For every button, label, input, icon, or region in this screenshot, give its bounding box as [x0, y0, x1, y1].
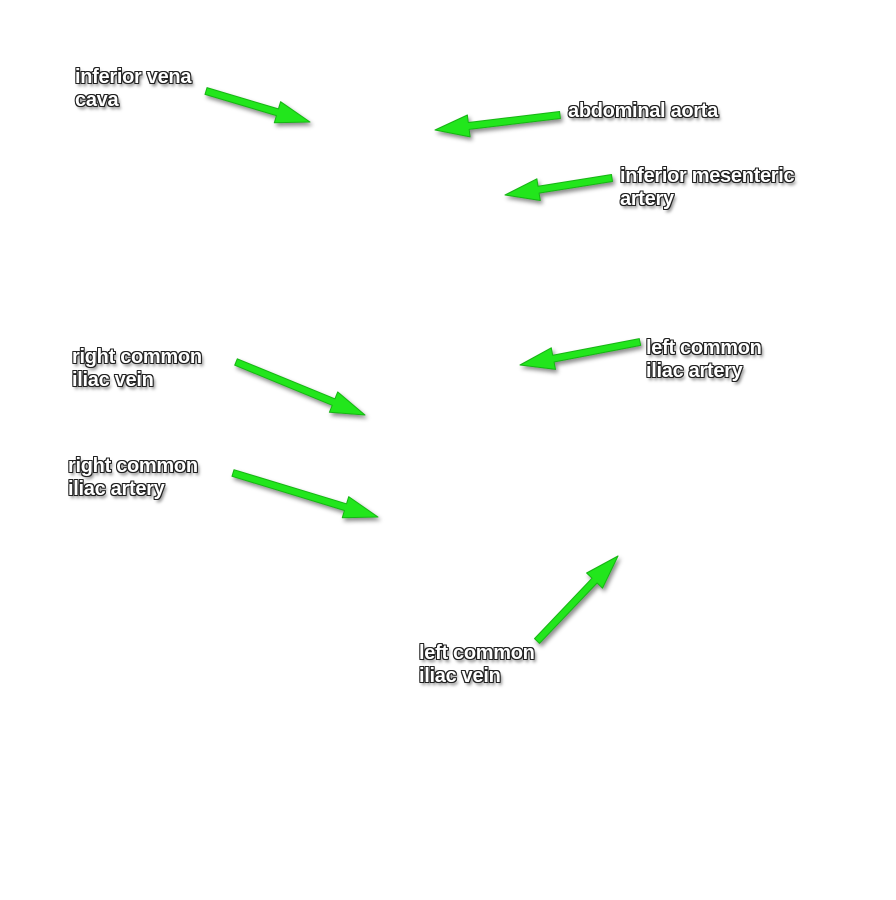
label-right-common-iliac-vein: right common iliac vein [72, 346, 202, 392]
label-inferior-mesenteric-artery: inferior mesenteric artery [620, 165, 795, 211]
label-inferior-vena-cava-line2: cava [75, 89, 119, 111]
label-right-common-iliac-vein-line1: right common [72, 346, 202, 368]
label-right-common-iliac-artery-line2: iliac artery [68, 478, 165, 500]
label-abdominal-aorta: abdominal aorta [568, 100, 718, 123]
label-left-common-iliac-vein-line2: iliac vein [419, 665, 501, 687]
label-inferior-vena-cava: inferior vena cava [75, 66, 191, 112]
arrow-left-common-iliac-artery [519, 338, 642, 370]
arrow-right-common-iliac-artery [231, 469, 379, 519]
label-right-common-iliac-artery-line1: right common [68, 455, 198, 477]
label-inferior-mesenteric-artery-line1: inferior mesenteric [620, 165, 795, 187]
label-right-common-iliac-vein-line2: iliac vein [72, 369, 154, 391]
label-inferior-mesenteric-artery-line2: artery [620, 188, 674, 210]
arrow-inferior-vena-cava [204, 87, 311, 124]
label-abdominal-aorta-line1: abdominal aorta [568, 100, 718, 122]
label-left-common-iliac-artery: left common iliac artery [646, 337, 762, 383]
arrow-abdominal-aorta [434, 111, 561, 138]
arrow-inferior-mesenteric-artery [504, 174, 613, 201]
arrow-group [204, 87, 642, 644]
arrow-right-common-iliac-vein [234, 358, 366, 416]
label-left-common-iliac-artery-line1: left common [646, 337, 762, 359]
label-left-common-iliac-vein-line1: left common [419, 642, 535, 664]
arrow-left-common-iliac-vein [534, 555, 619, 644]
label-left-common-iliac-artery-line2: iliac artery [646, 360, 743, 382]
label-inferior-vena-cava-line1: inferior vena [75, 66, 192, 88]
label-right-common-iliac-artery: right common iliac artery [68, 455, 198, 501]
label-left-common-iliac-vein: left common iliac vein [419, 642, 535, 688]
